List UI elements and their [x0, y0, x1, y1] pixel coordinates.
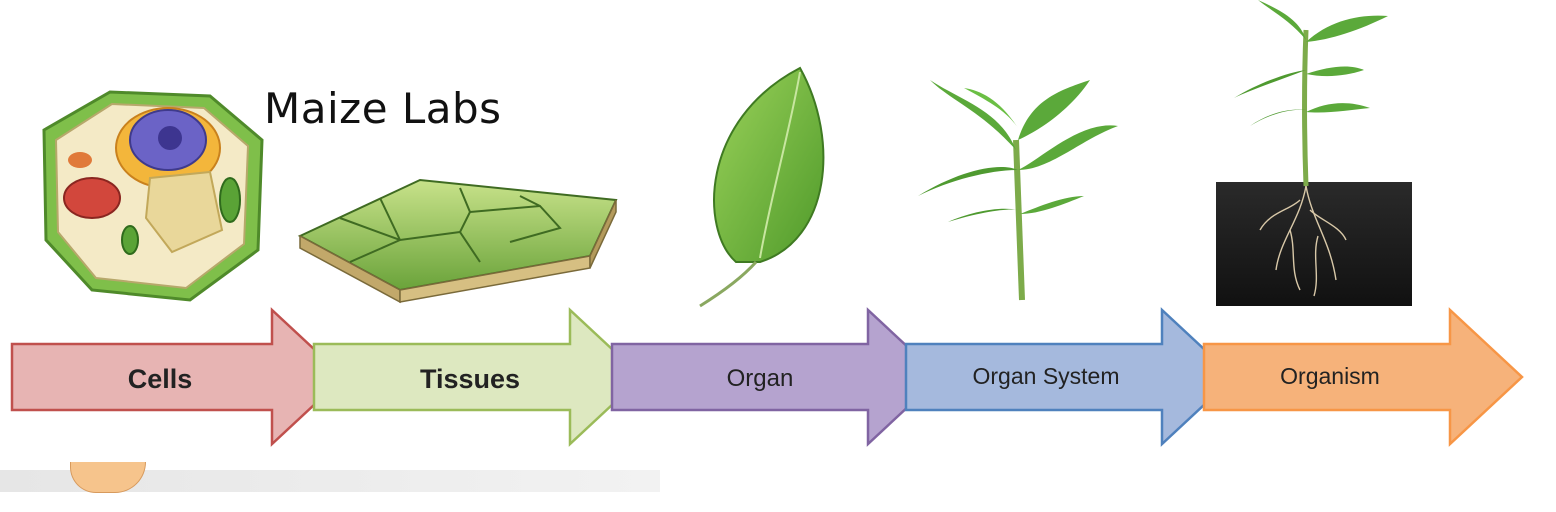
gray-band — [0, 470, 660, 492]
tissue-block-icon — [297, 178, 618, 304]
stage-arrow-cells — [10, 307, 346, 447]
plant-cell-icon — [42, 90, 264, 302]
page-title: Maize Labs — [264, 84, 502, 133]
stage-label-organ-system: Organ System — [973, 363, 1120, 389]
seedling-icon — [918, 80, 1118, 301]
stage-arrow-tissues — [312, 307, 644, 447]
stage-label-organ: Organ — [727, 365, 794, 392]
rooted-plant-icon — [1216, 0, 1412, 306]
stage-arrow-organ — [610, 307, 942, 447]
stage-label-cells: Cells — [128, 364, 193, 394]
stage-arrow-organ-system — [904, 307, 1236, 447]
stage-arrow-organism — [1202, 307, 1524, 447]
leaf-icon — [699, 66, 825, 308]
stage-label-tissues: Tissues — [420, 364, 520, 394]
stage-label-organism: Organism — [1280, 363, 1380, 389]
